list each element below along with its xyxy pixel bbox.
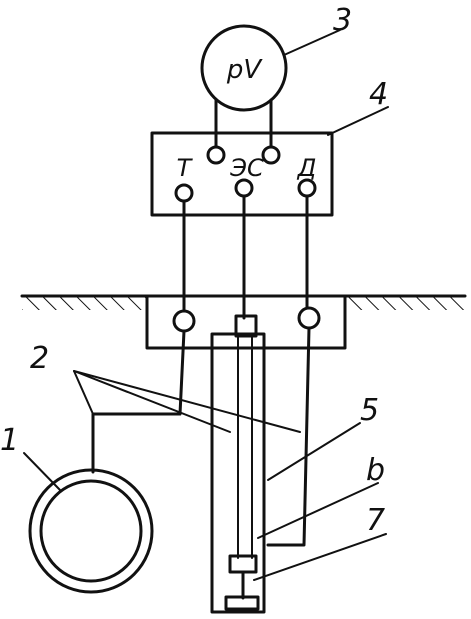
callout-6: b [366,453,385,488]
callout-leaders [23,29,389,581]
ground-terminal-right [297,306,321,330]
pipeline [28,329,186,594]
callout-2: 2 [30,341,49,376]
box-terminal-d [297,178,317,198]
callout-1: 1 [0,423,19,458]
terminal-label-t: Т [177,154,194,182]
probe-wire [266,326,311,547]
ground-terminal-left [172,309,196,333]
electrode-cap [234,314,258,338]
electrode-tube [210,314,266,614]
voltmeter: pV [200,24,288,150]
box-terminal-t [174,183,194,203]
switch-box: Т ЭС Д [150,131,334,217]
callout-5: 5 [360,393,379,428]
box-terminal-es [234,178,254,198]
meter-terminal-left [206,145,226,165]
connecting-wires [182,194,309,320]
terminal-label-es: ЭС [229,154,264,182]
callout-7: 7 [366,503,385,538]
callout-labels: 1 2 3 4 5 b 7 [0,3,388,538]
meter-terminal-right [261,145,281,165]
callout-3: 3 [333,3,352,38]
callout-4: 4 [369,77,388,112]
terminal-label-d: Д [297,154,317,182]
voltmeter-label: pV [226,55,264,85]
ground-terminal-block [145,294,347,350]
electrode-tip [224,595,260,611]
